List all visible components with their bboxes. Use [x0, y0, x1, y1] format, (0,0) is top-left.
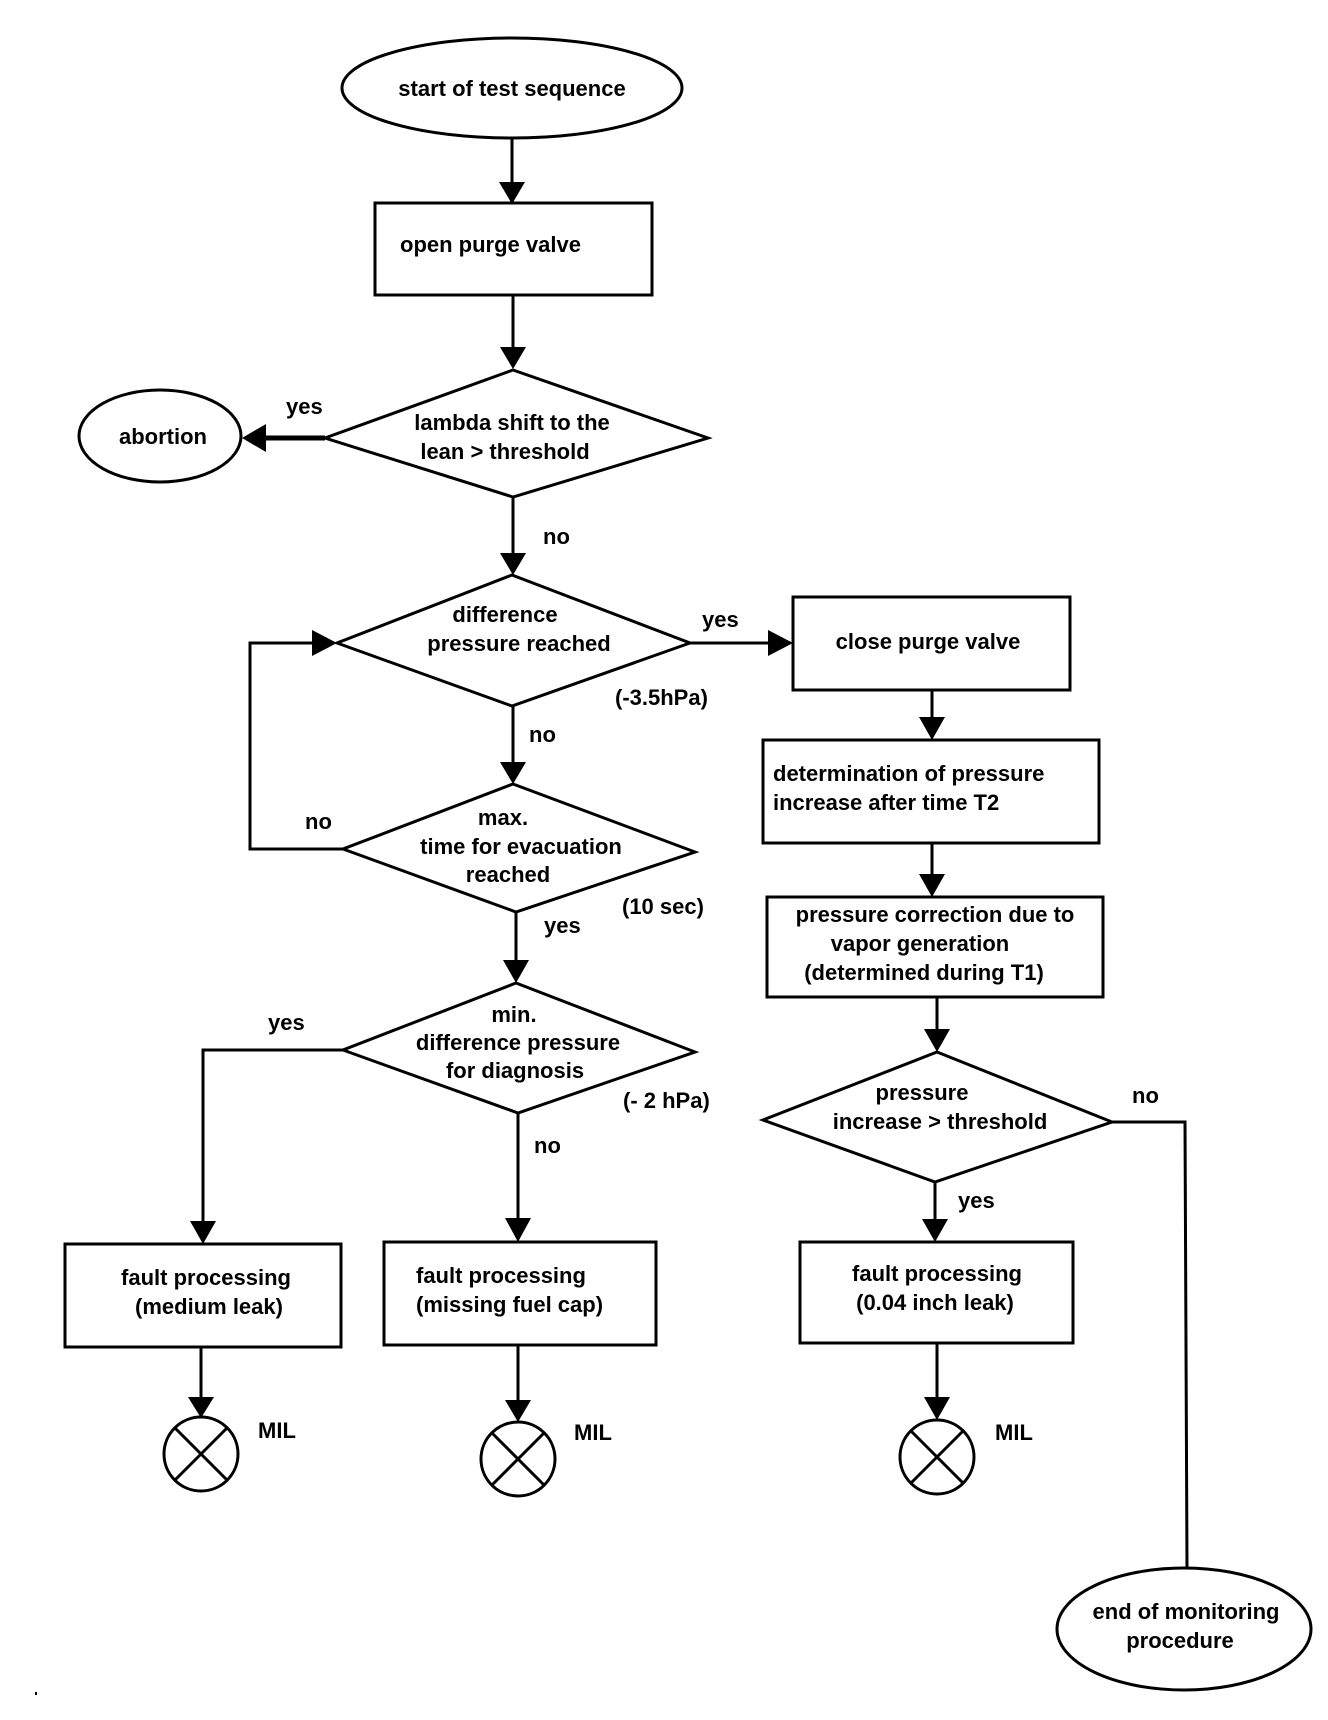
arrowhead-down-icon — [500, 347, 526, 369]
scan-speck — [35, 1692, 37, 1695]
node-fault-fuel-cap-text-2: (missing fuel cap) — [416, 1292, 603, 1317]
node-fault-004: fault processing (0.04 inch leak) — [798, 1240, 1075, 1345]
arrowhead-down-icon — [924, 1397, 950, 1420]
arrowhead-down-icon — [505, 1400, 531, 1422]
node-abortion-text: abortion — [119, 424, 207, 449]
label-min-no: no — [534, 1133, 561, 1158]
node-open-purge-text: open purge valve — [400, 232, 581, 257]
mil-label-1: MIL — [258, 1418, 296, 1443]
node-close-purge-text: close purge valve — [836, 629, 1021, 654]
node-pressure-text-2: increase > threshold — [833, 1109, 1048, 1134]
node-lambda-text-1: lambda shift to the — [414, 410, 610, 435]
node-max-text-2: time for evacuation — [420, 834, 622, 859]
note-max-time: (10 sec) — [622, 894, 704, 919]
node-correction-text-1: pressure correction due to — [796, 902, 1075, 927]
mil-label-2: MIL — [574, 1420, 612, 1445]
node-fault-medium-text-1: fault processing — [121, 1265, 291, 1290]
label-diff-yes: yes — [702, 607, 739, 632]
node-fault-medium-text-2: (medium leak) — [135, 1294, 283, 1319]
node-correction-text-2: vapor generation — [831, 931, 1009, 956]
arrowhead-down-icon — [505, 1218, 531, 1242]
node-pressure-increase-decision: pressure increase > threshold — [758, 1050, 1117, 1184]
node-diff-pressure-decision: difference pressure reached — [332, 573, 695, 708]
node-abortion: abortion — [77, 388, 243, 484]
edge-max-loop-to-diff — [248, 641, 343, 851]
node-end-text-1: end of monitoring — [1093, 1599, 1280, 1624]
label-max-yes: yes — [544, 913, 581, 938]
edge-pressure-to-end — [1112, 1120, 1189, 1569]
label-lambda-no: no — [543, 524, 570, 549]
arrowhead-down-icon — [500, 762, 526, 784]
arrowhead-down-icon — [188, 1397, 214, 1418]
arrowhead-down-icon — [499, 182, 525, 204]
node-close-purge: close purge valve — [791, 595, 1072, 692]
arrowhead-right-icon — [768, 630, 793, 656]
arrowhead-down-icon — [919, 874, 945, 897]
node-open-purge: open purge valve — [373, 201, 654, 297]
node-lambda-text-2: lean > threshold — [420, 439, 589, 464]
arrowhead-down-icon — [922, 1219, 948, 1242]
node-max-text-1: max. — [478, 805, 528, 830]
node-max-text-3: reached — [466, 862, 550, 887]
arrowhead-down-icon — [190, 1221, 216, 1244]
note-diff-pressure: (-3.5hPa) — [615, 685, 708, 710]
node-min-text-1: min. — [491, 1002, 536, 1027]
node-fault-fuel-cap-text-1: fault processing — [416, 1263, 586, 1288]
node-end: end of monitoring procedure — [1055, 1566, 1313, 1692]
label-min-yes: yes — [268, 1010, 305, 1035]
edge-min-to-fault-medium — [201, 1048, 343, 1224]
arrowhead-down-icon — [919, 717, 945, 740]
node-determination-text-1: determination of pressure — [773, 761, 1044, 786]
label-pressure-no: no — [1132, 1083, 1159, 1108]
node-correction-text-3: (determined during T1) — [804, 960, 1044, 985]
node-fault-004-text-2: (0.04 inch leak) — [856, 1290, 1014, 1315]
node-max-time-decision: max. time for evacuation reached — [338, 782, 700, 914]
connectors — [188, 138, 1189, 1569]
arrowhead-right-icon — [312, 630, 337, 656]
arrowhead-down-icon — [500, 553, 526, 575]
arrowhead-down-icon — [924, 1029, 950, 1052]
node-diff-text-1: difference — [452, 602, 557, 627]
label-max-no: no — [305, 809, 332, 834]
edge-labels: yes no yes (-3.5hPa) no no (10 sec) yes … — [268, 394, 1159, 1213]
node-determination-text-2: increase after time T2 — [773, 790, 999, 815]
node-min-text-3: for diagnosis — [446, 1058, 584, 1083]
node-fault-fuel-cap: fault processing (missing fuel cap) — [382, 1240, 658, 1347]
arrowhead-left-icon — [242, 424, 266, 452]
node-fault-medium: fault processing (medium leak) — [63, 1242, 343, 1349]
label-diff-no: no — [529, 722, 556, 747]
arrowhead-down-icon — [503, 960, 529, 983]
node-pressure-text-1: pressure — [876, 1080, 969, 1105]
node-lambda-decision: lambda shift to the lean > threshold — [320, 368, 713, 499]
node-diff-text-2: pressure reached — [427, 631, 610, 656]
label-lambda-yes: yes — [286, 394, 323, 419]
note-min-diff: (- 2 hPa) — [623, 1088, 710, 1113]
node-min-text-2: difference pressure — [416, 1030, 620, 1055]
node-min-diff-decision: min. difference pressure for diagnosis — [338, 981, 700, 1115]
mil-lamp-1: MIL — [162, 1415, 296, 1493]
node-determination: determination of pressure increase after… — [761, 738, 1101, 845]
node-correction: pressure correction due to vapor generat… — [765, 895, 1105, 999]
node-fault-004-text-1: fault processing — [852, 1261, 1022, 1286]
node-end-text-2: procedure — [1126, 1628, 1234, 1653]
mil-label-3: MIL — [995, 1420, 1033, 1445]
label-pressure-yes: yes — [958, 1188, 995, 1213]
mil-lamp-2: MIL — [479, 1420, 612, 1498]
node-start-text: start of test sequence — [398, 76, 625, 101]
mil-lamp-3: MIL — [898, 1418, 1033, 1496]
node-start: start of test sequence — [340, 36, 684, 140]
